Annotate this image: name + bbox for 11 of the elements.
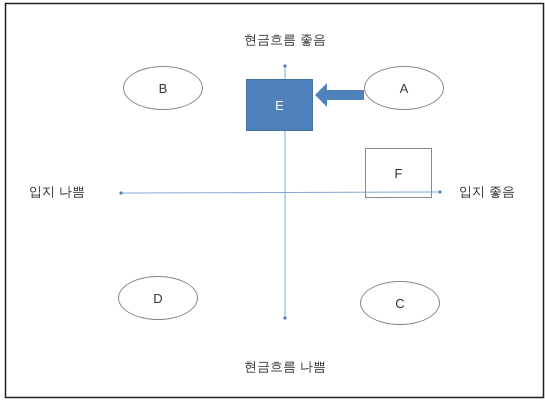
axis-label: 현금흐름 나쁨 — [244, 358, 326, 376]
block-arrow — [315, 83, 364, 107]
oval-node: D — [118, 276, 198, 320]
axis-label: 입지 나쁨 — [29, 183, 85, 201]
highlight-box: E — [246, 79, 313, 131]
oval-node: C — [360, 281, 440, 325]
axis-label: 입지 좋음 — [459, 183, 515, 201]
oval-node: B — [123, 66, 203, 110]
oval-node: A — [364, 66, 444, 110]
square-box: F — [365, 148, 432, 198]
axis-label: 현금흐름 좋음 — [244, 31, 326, 49]
